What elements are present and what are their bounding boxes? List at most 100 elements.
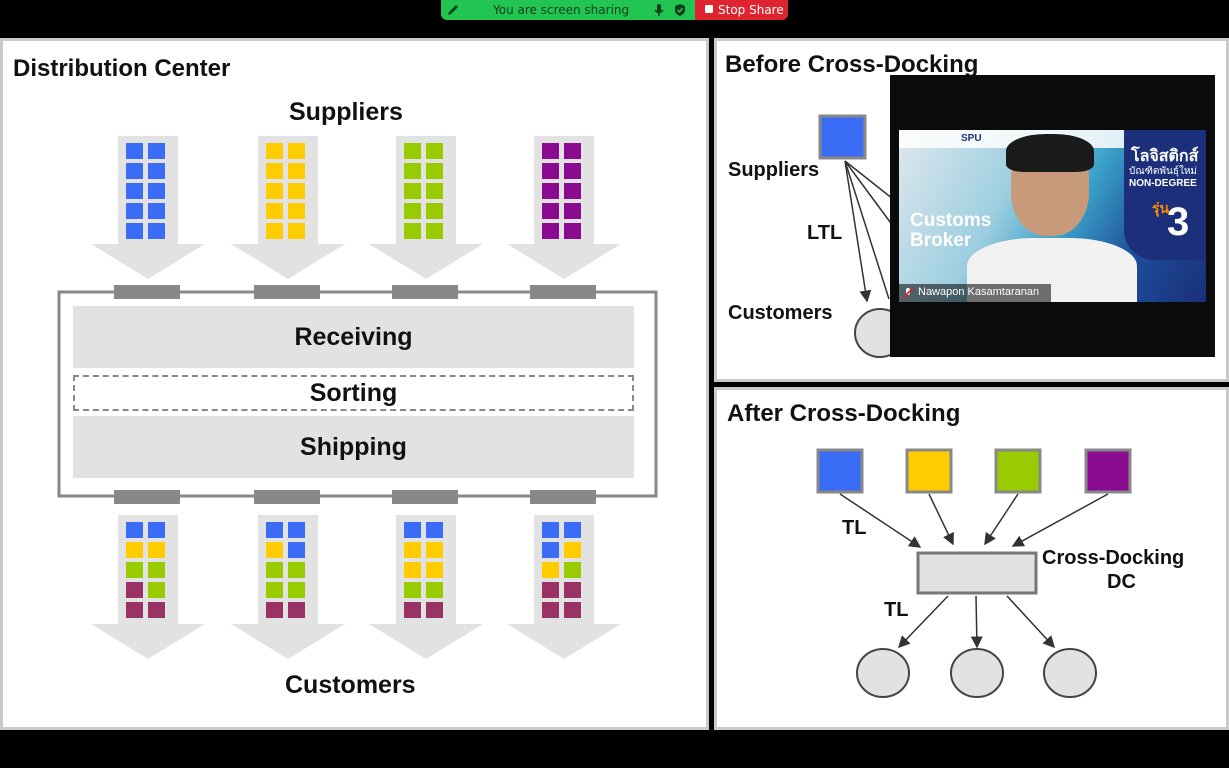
supplier-pallet: [564, 223, 581, 239]
shield-check-icon[interactable]: [673, 3, 687, 17]
customer-pallet: [564, 542, 581, 558]
name-tag: Nawapon Kasamtaranan: [899, 284, 1051, 302]
suppliers-heading: Suppliers: [289, 98, 403, 126]
before-customers-label: Customers: [728, 302, 833, 324]
outbound-arrow: [970, 595, 983, 649]
customer-pallet: [288, 582, 305, 598]
supplier-pallet: [426, 163, 443, 179]
inbound-arrow: [928, 493, 954, 546]
supplier-pallet: [426, 143, 443, 159]
supplier-pallet: [288, 183, 305, 199]
supplier-pallet: [288, 203, 305, 219]
after-title: After Cross-Docking: [727, 400, 961, 427]
outbound-arrow: [1006, 595, 1056, 649]
supplier-pallet: [148, 203, 165, 219]
customer-pallet: [288, 542, 305, 558]
customer-pallet: [426, 522, 443, 538]
supplier-pallet: [564, 203, 581, 219]
supplier-pallet: [126, 163, 143, 179]
supplier-pallet: [426, 203, 443, 219]
supplier-pallet: [126, 203, 143, 219]
inbound-arrow: [1011, 493, 1109, 547]
customer-pallet: [426, 562, 443, 578]
dc-title: Distribution Center: [13, 55, 231, 82]
tl-top-label: TL: [842, 517, 867, 539]
shipping-stage: Shipping: [73, 416, 634, 478]
customer-pallet: [288, 602, 305, 618]
ltl-label: LTL: [807, 222, 843, 244]
receiving-stage: Receiving: [73, 306, 634, 368]
customer-pallet: [288, 562, 305, 578]
customer-pallet: [126, 522, 143, 538]
customer-pallet: [266, 522, 283, 538]
customer-pallet: [126, 602, 143, 618]
customer-pallet: [564, 562, 581, 578]
screen-share-bar: You are screen sharing: [441, 0, 695, 20]
stop-icon: [705, 5, 713, 13]
supplier-box: [816, 448, 864, 494]
supplier-pallet: [542, 223, 559, 239]
customer-pallet: [266, 602, 283, 618]
sorting-stage: Sorting: [73, 375, 634, 411]
supplier-pallet: [266, 223, 283, 239]
person-hair: [1006, 134, 1094, 172]
after-cross-docking-panel: After Cross-Docking TL TL Cross-Docking …: [714, 387, 1229, 730]
customer-pallet: [426, 542, 443, 558]
supplier-box: [818, 114, 867, 160]
supplier-pallet: [288, 223, 305, 239]
dc-label: DC: [1107, 571, 1136, 593]
customer-pallet: [404, 522, 421, 538]
customer-pallet: [126, 542, 143, 558]
stop-share-button[interactable]: Stop Share: [695, 0, 788, 20]
supplier-box: [994, 448, 1042, 494]
sharing-status-text: You are screen sharing: [493, 3, 630, 17]
supplier-pallet: [404, 203, 421, 219]
stop-share-label: Stop Share: [718, 3, 784, 17]
supplier-pallet: [148, 183, 165, 199]
supplier-pallet: [564, 143, 581, 159]
supplier-pallet: [266, 163, 283, 179]
cross-docking-label: Cross-Docking: [1042, 547, 1185, 569]
muted-microphone-icon: [902, 287, 914, 299]
distribution-center-panel: Distribution Center Suppliers Receiving …: [0, 38, 709, 730]
customer-pallet: [148, 542, 165, 558]
customer-pallet: [148, 602, 165, 618]
customer-pallet: [148, 582, 165, 598]
microphone-icon[interactable]: [652, 3, 666, 17]
supplier-pallet: [148, 143, 165, 159]
customer-circle: [950, 648, 1004, 698]
customer-pallet: [266, 582, 283, 598]
supplier-box: [1084, 448, 1132, 494]
outbound-arrow: [897, 595, 949, 649]
customer-pallet: [266, 542, 283, 558]
customer-pallet: [126, 562, 143, 578]
customer-pallet: [542, 562, 559, 578]
supplier-pallet: [542, 203, 559, 219]
supplier-pallet: [426, 183, 443, 199]
supplier-pallet: [564, 183, 581, 199]
pencil-icon[interactable]: [446, 3, 460, 17]
customer-pallet: [266, 562, 283, 578]
customer-pallet: [404, 542, 421, 558]
supplier-pallet: [288, 143, 305, 159]
after-diagram: [816, 448, 1132, 698]
supplier-pallet: [404, 143, 421, 159]
supplier-pallet: [148, 163, 165, 179]
customer-pallet: [564, 602, 581, 618]
supplier-pallet: [126, 143, 143, 159]
customer-pallet: [426, 602, 443, 618]
customer-pallet: [542, 522, 559, 538]
customer-pallet: [288, 522, 305, 538]
customer-pallet: [148, 562, 165, 578]
video-feed: SPU โลจิสติกส์ บัณฑิตพันธุ์ใหม่ NON-DEGR…: [899, 130, 1206, 302]
customer-pallet: [126, 582, 143, 598]
customer-pallet: [542, 582, 559, 598]
customer-circle: [856, 648, 910, 698]
video-tile[interactable]: SPU โลจิสติกส์ บัณฑิตพันธุ์ใหม่ NON-DEGR…: [890, 75, 1215, 357]
supplier-pallet: [148, 223, 165, 239]
customer-pallet: [426, 582, 443, 598]
supplier-pallet: [564, 163, 581, 179]
supplier-box: [905, 448, 953, 494]
inbound-arrow: [839, 493, 922, 548]
supplier-pallet: [404, 163, 421, 179]
